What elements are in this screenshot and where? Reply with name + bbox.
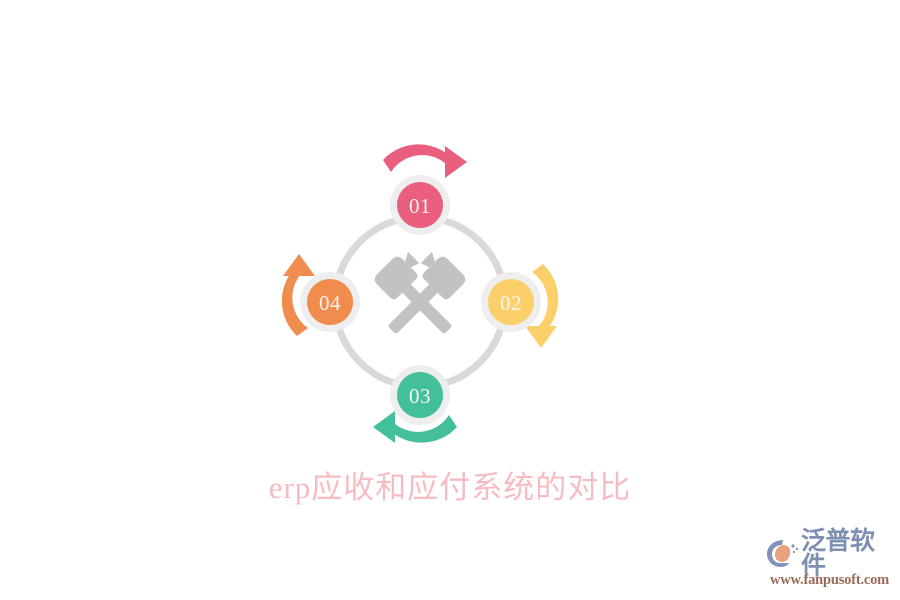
- logo-url-text: www.fanpusoft.com: [770, 572, 890, 588]
- cycle-node-04[interactable]: 04: [300, 272, 360, 332]
- cycle-diagram-graphic: 01 02 03 04: [281, 144, 559, 443]
- arrow-left: [281, 254, 315, 336]
- crossed-hammers-icon: [374, 251, 466, 334]
- arrow-bottom: [373, 411, 457, 443]
- page-title: erp应收和应付系统的对比: [268, 470, 632, 505]
- fanpu-logo-icon: [767, 540, 799, 567]
- logo-row: 泛普软件: [766, 528, 894, 578]
- watermark-logo: 泛普软件 www.fanpusoft.com: [766, 528, 894, 593]
- cycle-node-04-label: 04: [319, 291, 341, 315]
- cycle-node-03[interactable]: 03: [390, 365, 450, 425]
- arrow-top: [383, 144, 467, 178]
- cycle-node-02[interactable]: 02: [481, 272, 541, 332]
- cycle-diagram: 01 02 03 04: [265, 130, 575, 460]
- logo-brand-text: 泛普软件: [801, 526, 875, 580]
- cycle-node-01-label: 01: [409, 194, 431, 218]
- arrow-right: [525, 264, 559, 348]
- cycle-node-02-label: 02: [500, 291, 522, 315]
- cycle-node-01[interactable]: 01: [390, 175, 450, 235]
- cycle-node-03-label: 03: [409, 384, 431, 408]
